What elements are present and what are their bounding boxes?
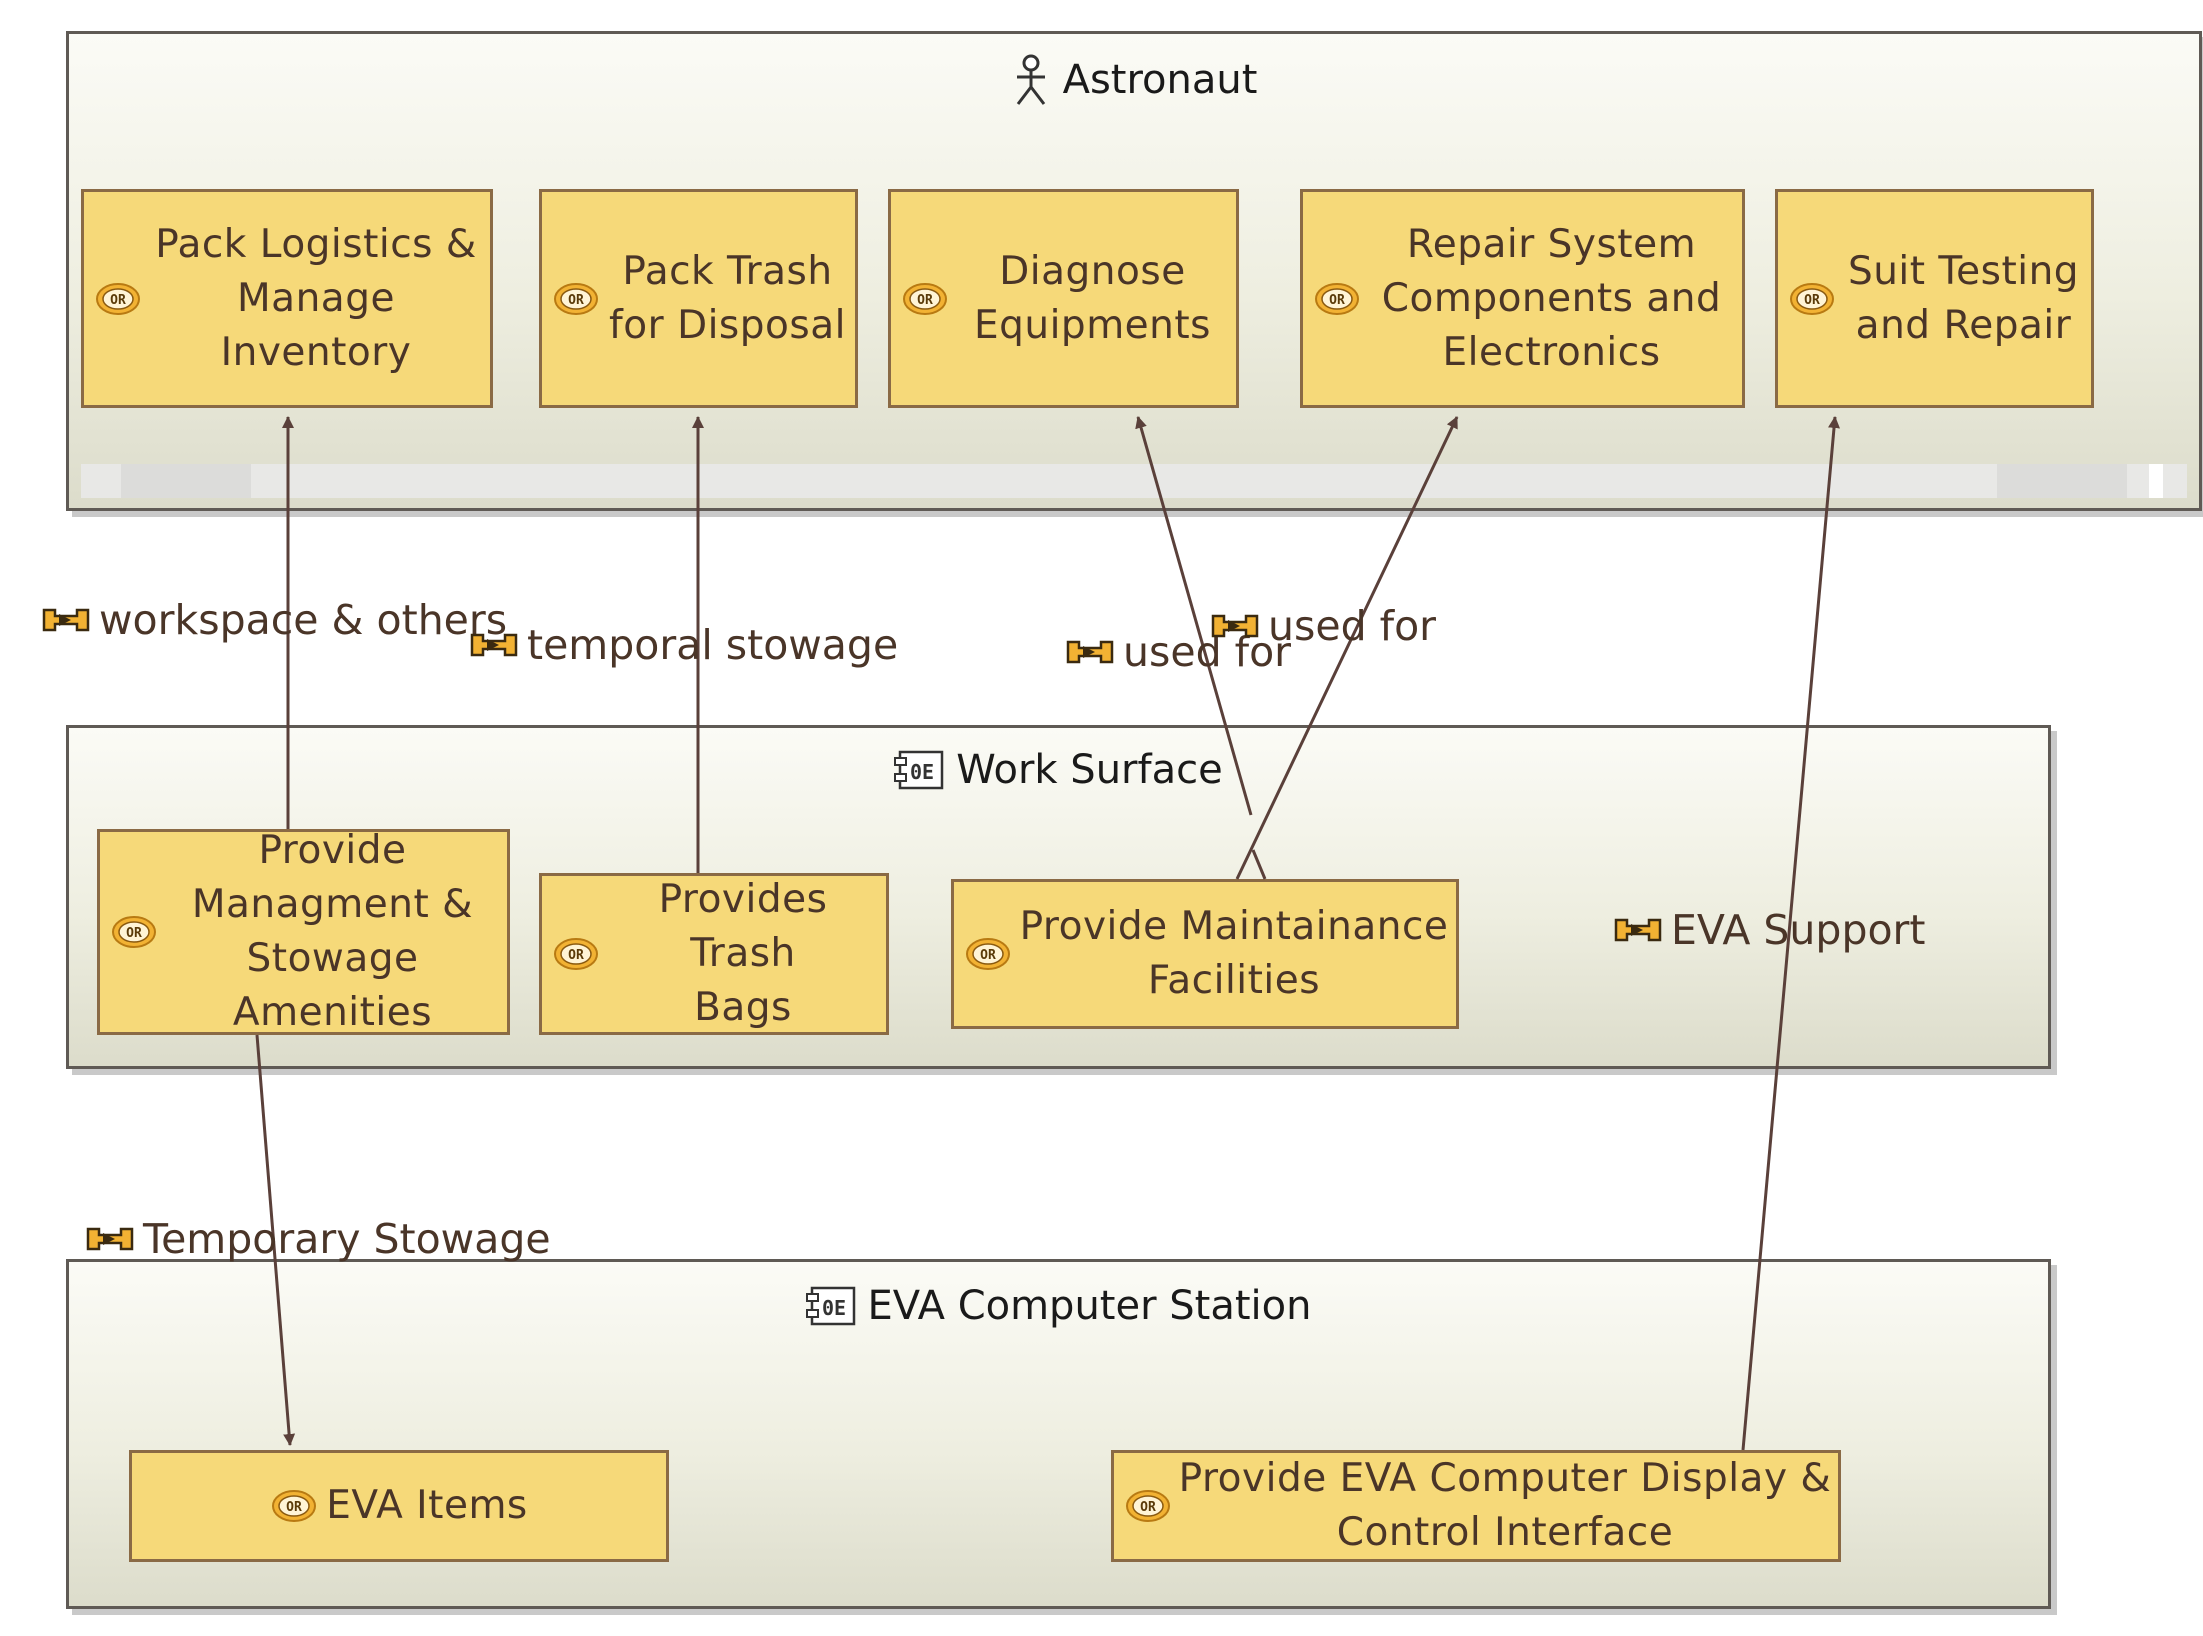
exchange-label-text: temporal stowage [527,621,899,669]
function-label: Provide EVA Computer Display & Control I… [1178,1456,1832,1555]
function-label: Provide Managment & Stowage Amenities [191,828,474,1035]
exchange-label-text: used for [1268,602,1437,650]
svg-text:OR: OR [1140,1500,1156,1515]
exchange-label-used-for-1[interactable]: used for [1065,628,1291,676]
functional-exchange-icon [1210,610,1260,642]
functional-exchange-icon [41,604,91,636]
exchange-label-temporary-stowage[interactable]: Temporary Stowage [85,1215,551,1263]
actor-scrollbar[interactable] [81,464,2187,498]
function-or-icon: OR [270,1488,318,1524]
function-or-icon: OR [552,936,600,972]
svg-text:OR: OR [568,293,584,308]
function-or-icon: OR [964,936,1012,972]
actor-stick-figure-icon [1011,54,1051,106]
function-label: EVA Items [326,1483,528,1528]
exchange-label-workspace[interactable]: workspace & others [41,596,507,644]
function-pack-logistics[interactable]: OR Pack Logistics & Manage Inventory [81,189,493,408]
functional-exchange-icon [1065,636,1115,668]
functional-exchange-icon [85,1223,135,1255]
function-or-icon: OR [901,281,949,317]
function-repair-system-components[interactable]: OR Repair System Components and Electron… [1300,189,1745,408]
svg-text:OR: OR [126,926,142,941]
exchange-label-text: used for [1123,628,1292,676]
eva-station-title-text: EVA Computer Station [867,1283,1312,1329]
function-label: Provides Trash Bags [658,877,828,1030]
svg-text:OR: OR [568,948,584,963]
work-surface-title-text: Work Surface [956,747,1223,793]
function-eva-items[interactable]: OR EVA Items [129,1450,669,1562]
edge-used-for-repair[interactable] [1235,416,1459,880]
svg-text:OR: OR [980,948,996,963]
function-provide-managment-stowage[interactable]: OR Provide Managment & Stowage Amenities [97,828,510,1035]
edge-temporary-stowage[interactable] [255,1034,296,1446]
exchange-label-eva-support[interactable]: EVA Support [1613,906,1926,954]
exchange-label-temporal-stowage[interactable]: temporal stowage [469,621,898,669]
function-label: Pack Trash for Disposal [609,248,846,348]
function-provides-trash-bags[interactable]: OR Provides Trash Bags [539,873,889,1035]
function-or-icon: OR [1124,1488,1172,1524]
svg-text:OR: OR [110,293,126,308]
edge-used-for-diagnose[interactable] [1135,416,1253,816]
edge-used-for-diagnose-stub [1251,849,1267,880]
exchange-label-text: workspace & others [99,596,508,644]
function-pack-trash[interactable]: OR Pack Trash for Disposal [539,189,858,408]
function-provide-maintainance-facilities[interactable]: OR Provide Maintainance Facilities [951,879,1459,1029]
work-surface-title: 0E Work Surface [69,728,2048,812]
svg-text:OR: OR [1329,293,1345,308]
svg-text:OR: OR [1804,293,1820,308]
function-suit-testing[interactable]: OR Suit Testing and Repair [1775,189,2094,408]
physical-component-icon: 0E [805,1286,856,1326]
function-provide-eva-computer-display[interactable]: OR Provide EVA Computer Display & Contro… [1111,1450,1841,1562]
eva-station-title: 0E EVA Computer Station [69,1262,2048,1350]
actor-title: Astronaut [69,34,2199,126]
exchange-label-text: Temporary Stowage [143,1215,551,1263]
function-label: Diagnose Equipments [973,248,1212,348]
svg-text:0E: 0E [910,760,934,784]
function-label: Repair System Components and Electronics [1381,221,1722,375]
physical-component-icon: 0E [894,750,944,790]
edge-eva-support[interactable] [1741,416,1841,1451]
exchange-label-used-for-2[interactable]: used for [1210,602,1436,650]
functional-exchange-icon [1613,914,1663,946]
function-or-icon: OR [552,281,600,317]
exchange-label-text: EVA Support [1671,906,1926,954]
svg-text:OR: OR [286,1500,302,1515]
function-label: Pack Logistics & Manage Inventory [155,221,477,375]
function-label: Suit Testing and Repair [1847,248,2080,348]
function-diagnose-equipments[interactable]: OR Diagnose Equipments [888,189,1239,408]
function-or-icon: OR [110,914,158,950]
actor-title-text: Astronaut [1062,57,1258,103]
function-or-icon: OR [1788,281,1836,317]
svg-text:0E: 0E [821,1296,845,1320]
function-or-icon: OR [1313,281,1361,317]
functional-exchange-icon [469,629,519,661]
function-or-icon: OR [94,281,142,317]
svg-text:OR: OR [917,293,933,308]
function-label: Provide Maintainance Facilities [1019,904,1449,1003]
